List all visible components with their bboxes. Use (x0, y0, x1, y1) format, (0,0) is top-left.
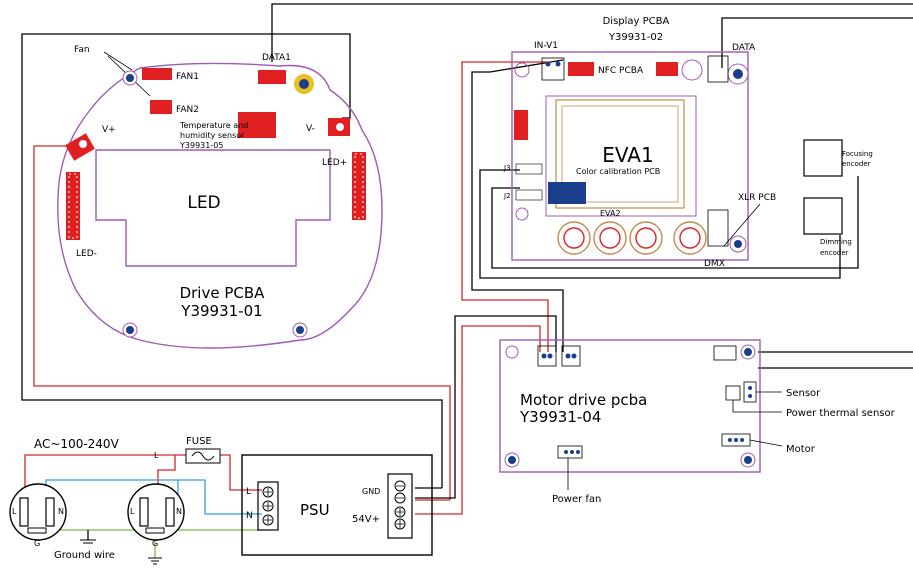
svg-text:L: L (12, 507, 17, 516)
xlr-label: XLR PCB (738, 193, 776, 203)
wire-psu-black-motor (415, 315, 557, 499)
drive-pcba: LED LED+ LED- V+ V- Fan FAN1 FAN2 (57, 45, 383, 349)
nfc-label: NFC PCBA (598, 66, 644, 76)
data-label: DATA (732, 43, 756, 53)
motor-label: Motor (786, 444, 816, 455)
psu-input-terminal (257, 481, 279, 531)
xlr-connector (707, 209, 729, 247)
psu-output-terminal (387, 473, 413, 539)
ac-l-mark: L (154, 451, 159, 460)
svg-text:G: G (34, 539, 40, 548)
led-label: LED (187, 193, 220, 213)
j2-label: J2 (503, 192, 511, 200)
psu-l-label: L (246, 487, 251, 497)
v54-label: 54V+ (352, 514, 380, 525)
fan-label: Fan (74, 45, 90, 55)
fan2-label: FAN2 (176, 105, 199, 115)
display-pcba-outline (511, 51, 749, 261)
led-minus-label: LED- (76, 249, 97, 259)
power-socket-right: L N G (127, 483, 185, 548)
fan1-connector (142, 68, 172, 80)
fuse-label: FUSE (186, 436, 212, 447)
mount-hole (126, 74, 134, 82)
eva1-label: EVA1 (602, 143, 653, 167)
drive-pcba-outline (57, 62, 383, 349)
display-pcba: Display PCBA Y39931-02 IN-V1 NFC PCBA DA… (503, 16, 776, 269)
focusing-label-2: encoder (842, 160, 871, 168)
led-area (95, 149, 331, 267)
eva2-label: EVA2 (600, 209, 621, 218)
wire-data1-top (271, 3, 913, 62)
fan2-connector (150, 100, 172, 114)
in-v1-connector (541, 57, 565, 81)
sensor-label: Sensor (786, 388, 821, 399)
svg-text:G: G (152, 539, 158, 548)
color-pcb-label: Color calibration PCB (576, 167, 660, 176)
psu-label: PSU (300, 501, 330, 519)
wires (21, 3, 913, 558)
psu-box (241, 454, 433, 556)
drive-code: Y39931-01 (180, 302, 262, 320)
sensor-line2: humidity sensor (180, 131, 245, 140)
data1-label: DATA1 (262, 53, 291, 63)
ground-wire-label: Ground wire (54, 550, 115, 561)
j3-label: J3 (503, 164, 511, 172)
ac-label: AC~100-240V (34, 437, 120, 451)
v-minus-terminal (328, 118, 350, 136)
wire-dimming (479, 169, 841, 279)
eva1-screen (555, 99, 685, 209)
sensor-code: Y39931-05 (179, 141, 223, 150)
nfc-connector (568, 62, 594, 76)
focusing-label-1: Focusing (842, 150, 873, 158)
dimming-encoder-box (803, 197, 843, 235)
data1-connector (258, 70, 286, 84)
motor-code: Y39931-04 (519, 408, 601, 426)
wire-focusing (491, 176, 859, 269)
wire-v-minus (21, 33, 443, 488)
eva2-leds (557, 221, 707, 255)
psu-n-label: N (246, 511, 253, 521)
sensor-connector (238, 112, 276, 138)
motor-pcba: Sensor Power thermal sensor Motor Power … (499, 339, 896, 505)
fan1-label: FAN1 (176, 72, 199, 82)
dimming-label-1: Dimming (820, 238, 852, 246)
power-socket-left: L N G (9, 483, 67, 548)
motor-title: Motor drive pcba (520, 391, 647, 409)
wire-v-plus (33, 145, 451, 500)
power-fan-label: Power fan (552, 494, 601, 505)
wire-in-v1-black (471, 59, 564, 352)
wire-in-v1-red (461, 61, 550, 352)
gnd-label: GND (362, 487, 380, 496)
in-v1-label: IN-V1 (534, 41, 558, 51)
data-connector (707, 55, 729, 83)
display-title: Display PCBA (603, 16, 670, 27)
display-left-connector (514, 110, 528, 140)
svg-text:N: N (58, 507, 64, 516)
v-plus-label: V+ (102, 125, 116, 135)
dimming-label-2: encoder (820, 249, 849, 257)
led-plus-label: LED+ (322, 158, 347, 168)
v-minus-label: V- (306, 124, 315, 134)
display-code: Y39931-02 (608, 32, 663, 43)
encoders: Focusing encoder Dimming encoder (803, 139, 873, 257)
ground-symbol (80, 539, 162, 565)
drive-title: Drive PCBA (180, 284, 266, 302)
sensor-line1: Temperature and (179, 121, 248, 130)
psu: PSU L N GND 54V+ (241, 454, 433, 556)
color-calibration-connector (548, 182, 586, 204)
led-plus-strip (352, 152, 366, 220)
power-thermal-label: Power thermal sensor (786, 408, 896, 419)
display-mount-hole (733, 69, 743, 79)
wire-psu-red-motor (415, 325, 541, 515)
motor-pcba-outline (499, 339, 761, 473)
led-minus-strip (66, 172, 80, 240)
ac-input: AC~100-240V FUSE L N L N G L N G (9, 436, 221, 565)
focusing-encoder-box (803, 139, 843, 177)
display-knob (681, 59, 703, 81)
svg-text:N: N (176, 507, 182, 516)
dmx-label: DMX (704, 259, 725, 269)
v-plus-terminal (65, 133, 95, 161)
svg-text:L: L (130, 507, 135, 516)
